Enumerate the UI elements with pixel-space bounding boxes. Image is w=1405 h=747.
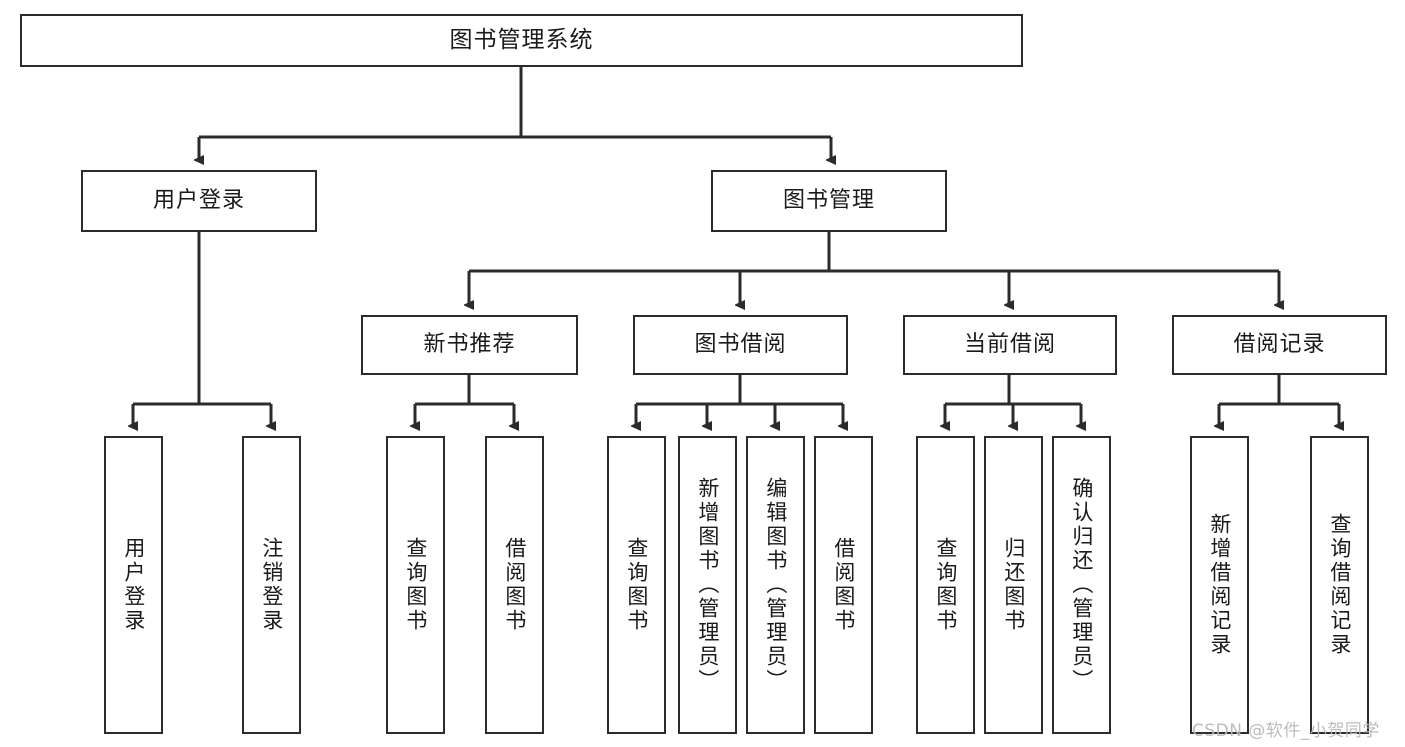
leaf-borrow-book-newbook[interactable]: 借阅图书 <box>485 436 544 734</box>
leaf-borrow-book[interactable]: 借阅图书 <box>814 436 873 734</box>
leaf-query-book-borrow[interactable]: 查询图书 <box>607 436 666 734</box>
leaf-label: 查询借阅记录 <box>1327 513 1352 657</box>
leaf-query-borrow-record[interactable]: 查询借阅记录 <box>1310 436 1369 734</box>
leaf-label: 编辑图书（管理员） <box>763 477 788 693</box>
csdn-watermark: CSDN @软件_小贺同学 <box>1192 721 1380 741</box>
node-level3-current-borrow[interactable]: 当前借阅 <box>903 315 1117 375</box>
node-level2-book-management[interactable]: 图书管理 <box>711 170 947 232</box>
leaf-label: 新增借阅记录 <box>1207 513 1232 657</box>
leaf-add-book-admin[interactable]: 新增图书（管理员） <box>678 436 737 734</box>
leaf-label: 新增图书（管理员） <box>695 477 720 693</box>
leaf-label: 查询图书 <box>624 537 649 633</box>
node-level3-borrow-record[interactable]: 借阅记录 <box>1172 315 1387 375</box>
leaf-label: 用户登录 <box>121 537 146 633</box>
leaf-label: 借阅图书 <box>831 537 856 633</box>
node-label: 图书借阅 <box>694 331 787 357</box>
node-label: 借阅记录 <box>1233 331 1326 357</box>
node-label: 用户登录 <box>152 187 245 213</box>
leaf-label: 查询图书 <box>933 537 958 633</box>
leaf-query-book-current[interactable]: 查询图书 <box>916 436 975 734</box>
leaf-label: 借阅图书 <box>502 537 527 633</box>
node-label: 图书管理 <box>782 187 875 213</box>
node-level2-user-login[interactable]: 用户登录 <box>81 170 317 232</box>
node-level3-new-book-recommend[interactable]: 新书推荐 <box>361 315 578 375</box>
leaf-label: 注销登录 <box>259 537 284 633</box>
leaf-label: 归还图书 <box>1001 537 1026 633</box>
node-root-label: 图书管理系统 <box>449 26 594 53</box>
leaf-confirm-return-admin[interactable]: 确认归还（管理员） <box>1052 436 1111 734</box>
node-label: 当前借阅 <box>963 331 1056 357</box>
leaf-return-book[interactable]: 归还图书 <box>984 436 1043 734</box>
leaf-edit-book-admin[interactable]: 编辑图书（管理员） <box>746 436 805 734</box>
node-level3-book-borrow[interactable]: 图书借阅 <box>633 315 848 375</box>
leaf-label: 确认归还（管理员） <box>1069 477 1094 693</box>
leaf-user-login[interactable]: 用户登录 <box>104 436 163 734</box>
leaf-add-borrow-record[interactable]: 新增借阅记录 <box>1190 436 1249 734</box>
node-label: 新书推荐 <box>423 331 516 357</box>
leaf-logout[interactable]: 注销登录 <box>242 436 301 734</box>
leaf-label: 查询图书 <box>403 537 428 633</box>
leaf-query-book-newbook[interactable]: 查询图书 <box>386 436 445 734</box>
node-root[interactable]: 图书管理系统 <box>20 14 1023 67</box>
